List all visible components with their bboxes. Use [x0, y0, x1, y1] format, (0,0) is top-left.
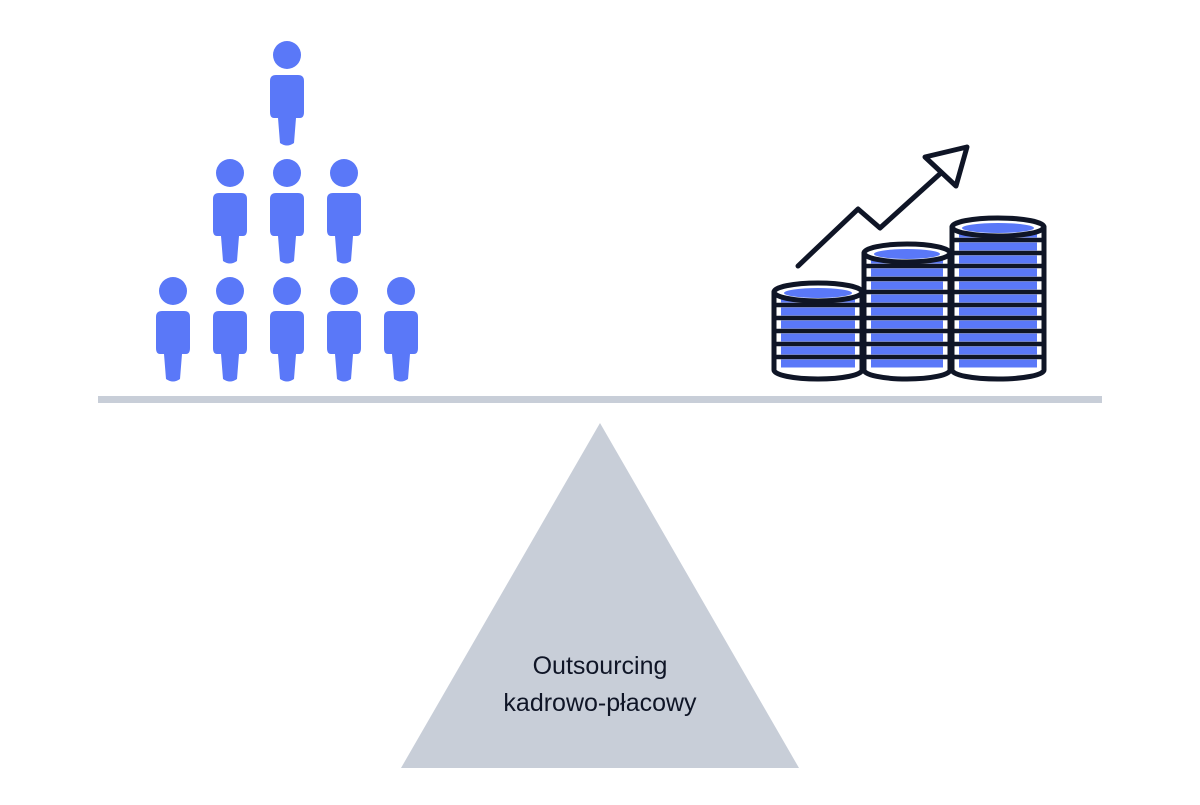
coin-stack-icon: [861, 241, 953, 382]
coin-band: [871, 268, 943, 277]
coin-band: [781, 333, 855, 342]
person-icon: [384, 277, 418, 382]
coin-band: [871, 307, 943, 316]
person-icon: [213, 277, 247, 382]
person-icon: [327, 159, 361, 264]
coin-band: [871, 359, 943, 368]
person-icon: [270, 41, 304, 146]
coin-band: [871, 320, 943, 329]
coin-band: [959, 320, 1037, 329]
coin-stack-icon: [949, 215, 1047, 382]
fulcrum-label: Outsourcing kadrowo-płacowy: [450, 648, 750, 722]
label-line-1: Outsourcing: [532, 652, 668, 680]
person-icon: [213, 159, 247, 264]
coin-band: [959, 242, 1037, 251]
coin-band: [959, 307, 1037, 316]
trend-arrow-icon: [795, 144, 970, 269]
coin-band: [959, 255, 1037, 264]
people-pyramid-icon: [156, 41, 418, 382]
coin-band: [959, 333, 1037, 342]
person-icon: [270, 159, 304, 264]
coin-band: [781, 359, 855, 368]
coin-band: [781, 346, 855, 355]
scale-beam: [98, 396, 1102, 403]
growing-coin-stacks-icon: [771, 144, 1047, 382]
coin-band: [871, 346, 943, 355]
coin-band: [781, 307, 855, 316]
coin-band: [959, 294, 1037, 303]
coin-band: [959, 359, 1037, 368]
coin-band: [871, 281, 943, 290]
coin-band: [959, 281, 1037, 290]
coin-band: [781, 320, 855, 329]
label-line-2: kadrowo-płacowy: [503, 689, 697, 717]
coin-band: [959, 346, 1037, 355]
person-icon: [270, 277, 304, 382]
coin-band: [871, 294, 943, 303]
scale-fulcrum-triangle: [401, 423, 799, 768]
coin-band: [959, 268, 1037, 277]
coin-band: [871, 333, 943, 342]
coin-stack-icon: [771, 280, 865, 382]
person-icon: [327, 277, 361, 382]
person-icon: [156, 277, 190, 382]
